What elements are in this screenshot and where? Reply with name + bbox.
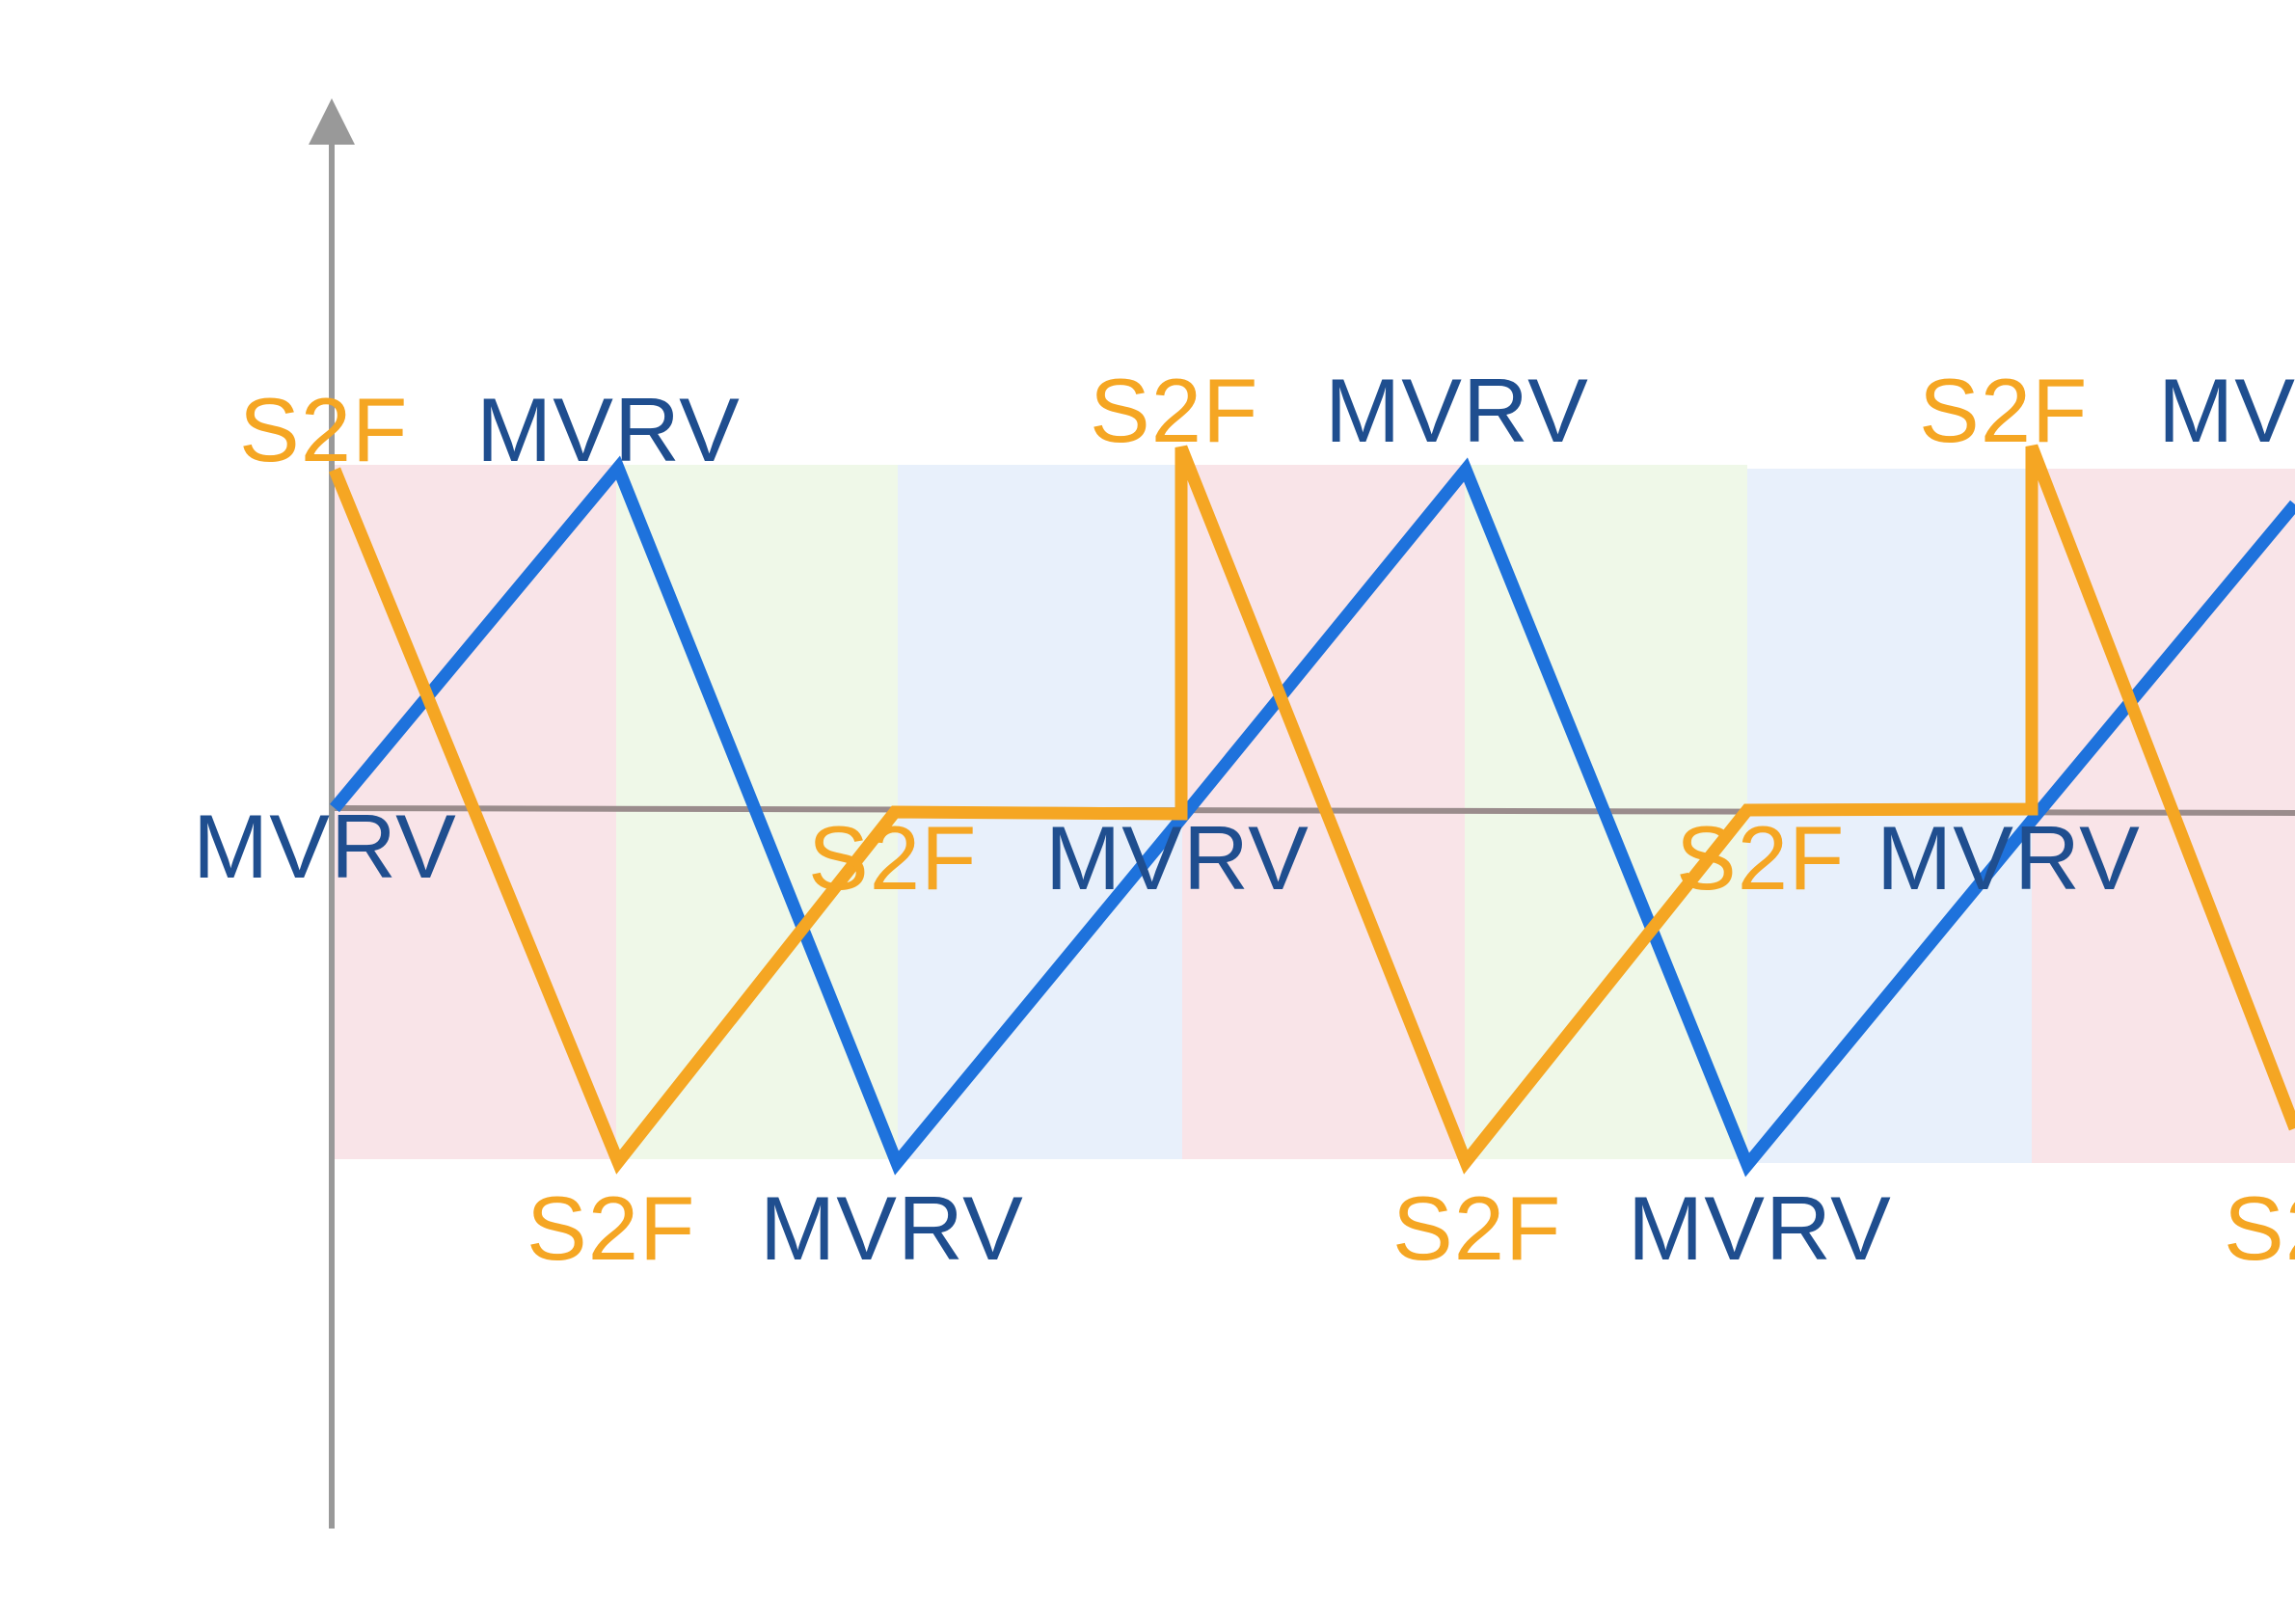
- s2f-label: S2F: [808, 807, 977, 908]
- mvrv-label: MVRV: [1045, 807, 1310, 908]
- mvrv-label: MVRV: [2158, 360, 2295, 461]
- s2f-label: S2F: [1090, 360, 1258, 461]
- s2f-label: S2F: [1676, 807, 1845, 908]
- s2f-label: S2F: [526, 1177, 695, 1279]
- mvrv-line: [330, 455, 2295, 1177]
- axis-arrow-icon: [309, 98, 355, 145]
- s2f-label: S2F: [239, 379, 408, 480]
- s2f-line: [328, 444, 2295, 1175]
- s2f-label: S2F: [1392, 1177, 1561, 1279]
- mvrv-label: MVRV: [760, 1177, 1024, 1279]
- s2f-label: S2F: [1919, 360, 2088, 461]
- mvrv-label: MVRV: [1876, 807, 2141, 908]
- mvrv-label: MVRV: [1325, 360, 1589, 461]
- labels: S2F MVRV S2F MVRV S2F MVRV MVRV S2F MVRV…: [193, 360, 2295, 1279]
- mvrv-label: MVRV: [1628, 1177, 1892, 1279]
- band-red-3: [2032, 469, 2295, 1163]
- mvrv-label: MVRV: [193, 796, 457, 897]
- vertical-axis: [309, 98, 355, 1529]
- s2f-label: S2F: [2224, 1177, 2295, 1279]
- mvrv-label: MVRV: [476, 379, 741, 480]
